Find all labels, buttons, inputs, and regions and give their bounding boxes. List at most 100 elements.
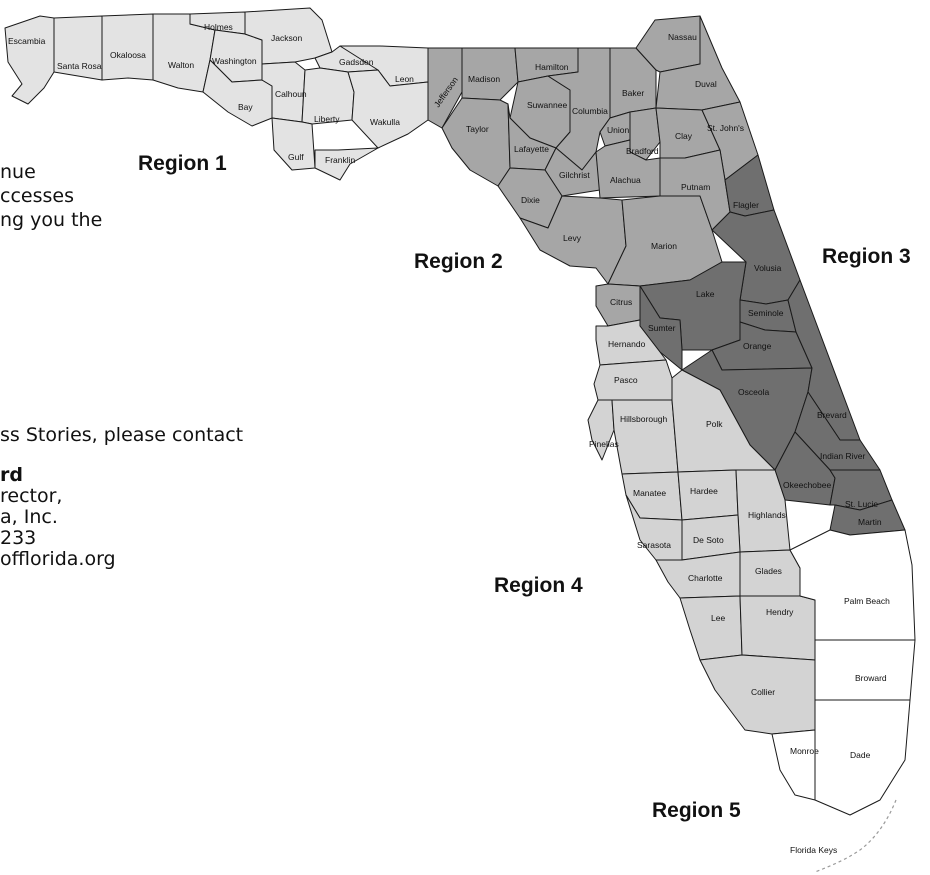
label-de-soto: De Soto — [693, 535, 724, 545]
side-text-line: ccesses — [0, 185, 74, 207]
label-florida-keys: Florida Keys — [790, 845, 837, 855]
county-santa-rosa — [53, 15, 103, 81]
region-2-label: Region 2 — [414, 250, 503, 273]
county-franklin — [314, 147, 379, 181]
side-text-name: rd — [0, 464, 23, 486]
label-charlotte: Charlotte — [688, 573, 723, 583]
label-hillsborough: Hillsborough — [620, 414, 668, 424]
county-okaloosa — [101, 13, 154, 81]
label-citrus: Citrus — [610, 297, 632, 307]
label-putnam: Putnam — [681, 182, 710, 192]
label-flagler: Flagler — [733, 200, 759, 210]
label-washington: Washington — [212, 56, 257, 66]
county-pinellas — [587, 399, 615, 461]
county-escambia — [4, 15, 55, 105]
label-jackson: Jackson — [271, 33, 302, 43]
label-pasco: Pasco — [614, 375, 638, 385]
county-wakulla — [347, 69, 429, 149]
label-taylor: Taylor — [466, 124, 489, 134]
label-hendry: Hendry — [766, 607, 794, 617]
label-baker: Baker — [622, 88, 644, 98]
label-okeechobee: Okeechobee — [783, 480, 831, 490]
label-alachua: Alachua — [610, 175, 641, 185]
county-madison — [461, 47, 519, 101]
label-highlands: Highlands — [748, 510, 786, 520]
region-labels: Region 1 Region 2 Region 3 Region 4 Regi… — [138, 152, 911, 822]
label-osceola: Osceola — [738, 387, 769, 397]
label-bay: Bay — [238, 102, 253, 112]
region-3-label: Region 3 — [822, 245, 911, 268]
side-text-line: nue — [0, 161, 36, 183]
label-franklin: Franklin — [325, 155, 356, 165]
region-4-label: Region 4 — [494, 574, 583, 597]
label-lee: Lee — [711, 613, 725, 623]
label-okaloosa: Okaloosa — [110, 50, 146, 60]
label-lake: Lake — [696, 289, 715, 299]
county-hendry — [739, 595, 816, 661]
label-broward: Broward — [855, 673, 887, 683]
label-indian-river: Indian River — [820, 451, 866, 461]
label-hamilton: Hamilton — [535, 62, 569, 72]
county-lee — [679, 595, 743, 661]
label-marion: Marion — [651, 241, 677, 251]
county-broward — [814, 639, 916, 701]
side-text-line: offlorida.org — [0, 548, 116, 570]
label-brevard: Brevard — [817, 410, 847, 420]
label-st-lucie: St. Lucie — [845, 499, 878, 509]
label-volusia: Volusia — [754, 263, 782, 273]
label-hardee: Hardee — [690, 486, 718, 496]
side-text-line: ss Stories, please contact — [0, 424, 244, 446]
label-nassau: Nassau — [668, 32, 697, 42]
side-text-block: nue ccesses ng you the ss Stories, pleas… — [0, 0, 320, 875]
label-walton: Walton — [168, 60, 194, 70]
side-text-line: ng you the — [0, 209, 103, 231]
county-jackson — [244, 7, 333, 65]
label-duval: Duval — [695, 79, 717, 89]
label-monroe: Monroe — [790, 746, 819, 756]
label-clay: Clay — [675, 131, 693, 141]
county-alachua — [595, 139, 661, 199]
label-gulf: Gulf — [288, 152, 304, 162]
label-bradford: Bradford — [626, 146, 659, 156]
region-1-label: Region 1 — [138, 152, 227, 175]
region-3-counties — [639, 154, 906, 536]
county-taylor — [441, 97, 511, 187]
label-sumter: Sumter — [648, 323, 676, 333]
label-holmes: Holmes — [204, 22, 233, 32]
region-5-label: Region 5 — [652, 799, 741, 822]
label-liberty: Liberty — [314, 114, 340, 124]
label-palm-beach: Palm Beach — [844, 596, 890, 606]
label-collier: Collier — [751, 687, 775, 697]
label-pinellas: Pinellas — [589, 439, 619, 449]
label-santa-rosa: Santa Rosa — [57, 61, 102, 71]
region-4-counties — [587, 319, 816, 735]
label-lafayette: Lafayette — [514, 144, 549, 154]
label-dade: Dade — [850, 750, 871, 760]
label-union: Union — [607, 125, 629, 135]
county-hernando — [595, 319, 667, 366]
label-st-johns: St. John's — [707, 123, 744, 133]
label-manatee: Manatee — [633, 488, 666, 498]
county-jefferson — [427, 47, 463, 129]
label-suwannee: Suwannee — [527, 100, 567, 110]
label-columbia: Columbia — [572, 106, 608, 116]
label-polk: Polk — [706, 419, 723, 429]
region-1-counties — [4, 7, 429, 181]
label-hernando: Hernando — [608, 339, 646, 349]
side-text-line: a, Inc. — [0, 506, 58, 528]
label-leon: Leon — [395, 74, 414, 84]
label-gadsden: Gadsden — [339, 57, 374, 67]
label-dixie: Dixie — [521, 195, 540, 205]
county-hillsborough — [611, 399, 679, 475]
label-sarasota: Sarasota — [637, 540, 671, 550]
label-calhoun: Calhoun — [275, 89, 307, 99]
label-gilchrist: Gilchrist — [559, 170, 590, 180]
county-monroe — [771, 729, 816, 801]
label-orange: Orange — [743, 341, 772, 351]
county-dade — [814, 699, 911, 816]
region-2-counties — [427, 15, 759, 327]
label-seminole: Seminole — [748, 308, 784, 318]
side-text-line: 233 — [0, 527, 37, 549]
label-madison: Madison — [468, 74, 500, 84]
